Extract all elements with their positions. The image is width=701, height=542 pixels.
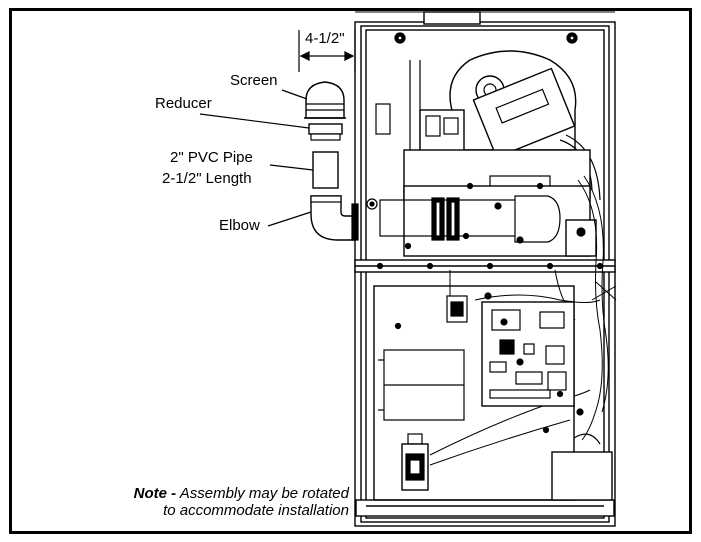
pipe-length-label: 2-1/2" Length <box>162 170 252 187</box>
note-line-2: to accommodate installation <box>163 502 349 519</box>
vent-elbow <box>310 195 359 241</box>
vent-reducer <box>308 123 343 141</box>
cabinet-bolts <box>376 32 604 270</box>
note-line-1: Note - Assembly may be rotated <box>134 485 349 502</box>
burner-box <box>366 149 597 257</box>
burner-fasteners <box>404 182 544 250</box>
note-prefix: Note - <box>133 485 177 502</box>
note-text-1: Assembly may be rotated <box>179 485 349 502</box>
dimension-label: 4-1/2" <box>305 30 345 47</box>
pvc-pipe-label: 2" PVC Pipe <box>170 149 253 166</box>
lower-compartment <box>373 285 575 501</box>
control-board <box>481 292 575 407</box>
elbow-label: Elbow <box>219 217 260 234</box>
reducer-label: Reducer <box>155 95 212 112</box>
junction-box <box>394 322 613 501</box>
screen-label: Screen <box>230 72 278 89</box>
transformer <box>401 433 429 491</box>
note-text-2: to accommodate installation <box>163 502 349 519</box>
inducer-blower <box>409 50 601 201</box>
leader-lines <box>199 89 314 227</box>
vent-pvc-pipe <box>312 151 339 189</box>
vent-screen <box>304 81 346 119</box>
